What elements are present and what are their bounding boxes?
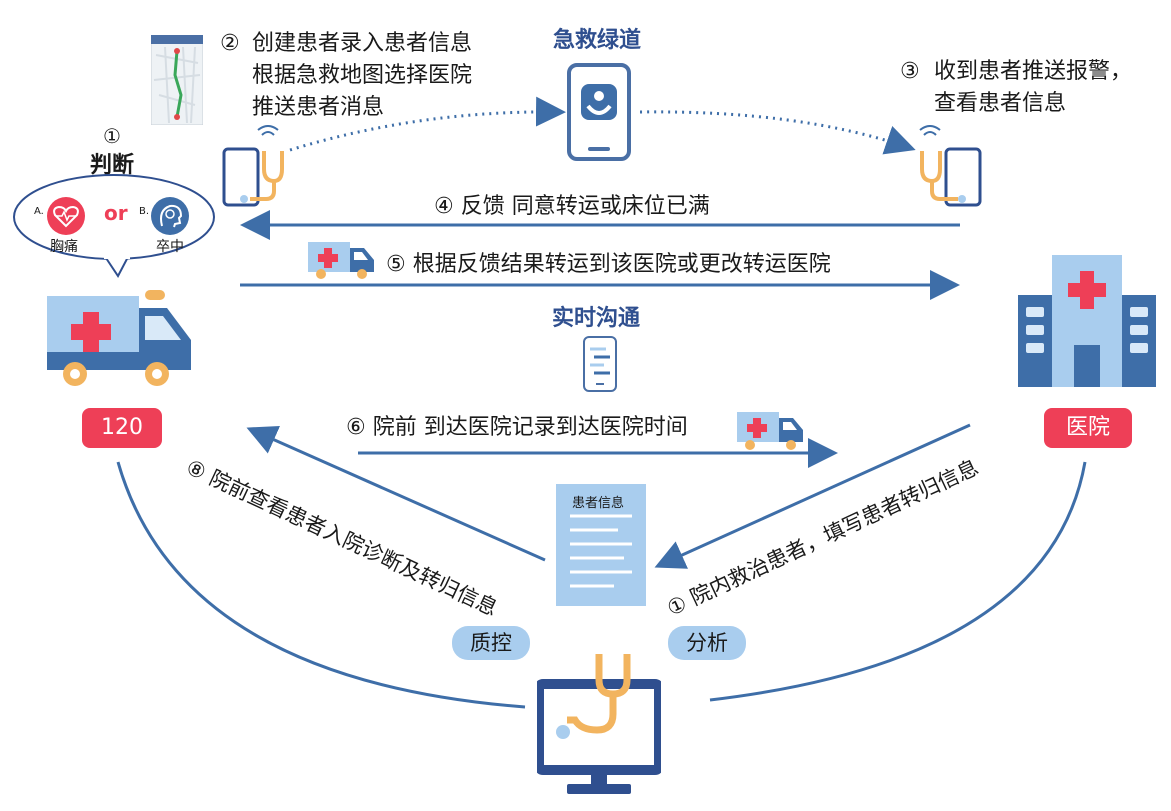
left-loop-curve — [116, 461, 526, 709]
step2-line2: 根据急救地图选择医院 — [252, 63, 473, 88]
step2-line3: 推送患者消息 — [252, 95, 385, 120]
push-arrow-to-center — [289, 96, 566, 152]
review-arrow — [246, 426, 546, 562]
hospital-icon — [1018, 255, 1156, 387]
judgement-bubble — [13, 174, 215, 278]
judge-title: 判断 — [90, 153, 135, 178]
computer-monitor-icon — [537, 654, 661, 794]
step3-line2: 查看患者信息 — [934, 91, 1067, 116]
arrival-ambulance-icon — [737, 412, 803, 450]
step1-number: ① — [103, 124, 121, 148]
or-text: or — [104, 201, 128, 225]
chat-phone-icon — [583, 336, 617, 392]
hospital-badge: 医院 — [1044, 408, 1132, 448]
sender-phone-icon — [222, 125, 284, 207]
document-title: 患者信息 — [572, 496, 625, 511]
brain-icon — [151, 197, 189, 235]
step4-text: ④ 反馈 同意转运或床位已满 — [434, 194, 710, 219]
green-channel-phone-icon — [567, 63, 631, 161]
step3-line1: 收到患者推送报警， — [934, 59, 1133, 84]
step2-number: ② — [220, 31, 240, 56]
ambulance-icon — [47, 290, 191, 386]
stroke-label: 卒中 — [156, 239, 184, 255]
step3-number: ③ — [900, 59, 920, 84]
ambulance-120-badge: 120 — [82, 408, 162, 448]
right-loop-curve — [709, 461, 1087, 702]
step6-text: ⑥ 院前 到达医院记录到达医院时间 — [346, 415, 688, 440]
quality-control-badge: 质控 — [452, 626, 530, 660]
receiver-phone-icon — [919, 125, 982, 207]
option-b-letter: B. — [139, 206, 150, 217]
heart-icon — [47, 197, 85, 235]
center-title: 急救绿道 — [553, 28, 642, 53]
patient-info-document — [556, 484, 646, 606]
map-thumbnail-icon — [151, 35, 203, 125]
option-a-letter: A. — [34, 206, 44, 217]
step2-line1: 创建患者录入患者信息 — [252, 31, 473, 56]
small-ambulance-icon — [308, 242, 374, 279]
step5-text: ⑤ 根据反馈结果转运到该医院或更改转运医院 — [386, 252, 831, 277]
realtime-title: 实时沟通 — [552, 306, 641, 331]
analysis-badge: 分析 — [668, 626, 746, 660]
hospital-record-arrow — [654, 423, 971, 569]
push-arrow-to-hospital — [639, 110, 916, 155]
chest-pain-label: 胸痛 — [50, 239, 78, 255]
